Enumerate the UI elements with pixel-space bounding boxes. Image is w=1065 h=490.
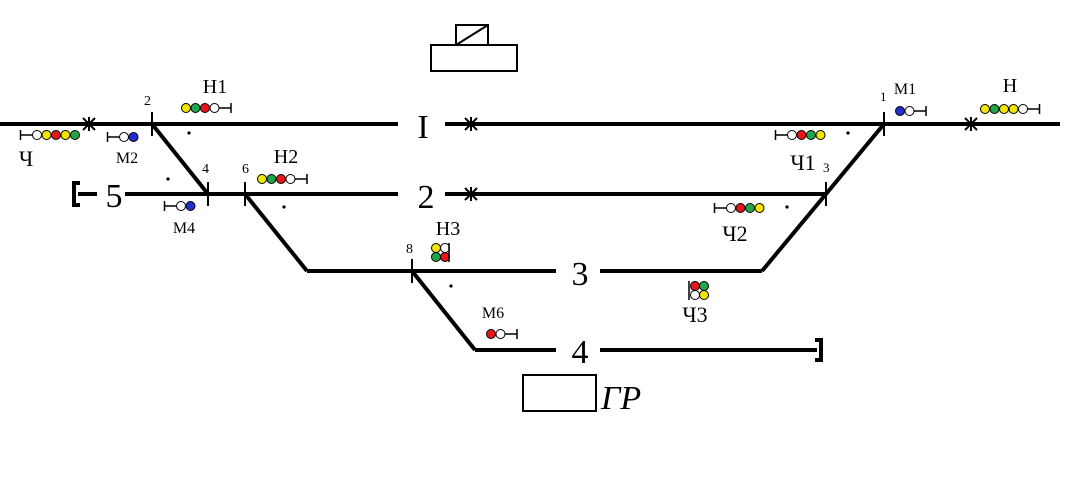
signal-lamp-N-4 (1018, 104, 1028, 114)
signal-lamp-N2-3 (285, 174, 296, 184)
signal-lamp-M2-1 (128, 132, 139, 142)
signal-lamp-CH3-3 (699, 290, 709, 300)
cargo-area-label: ГР (600, 380, 641, 417)
track-3: 3 (307, 256, 762, 293)
signal-label-M4: М4 (173, 220, 195, 237)
signals (19, 103, 1041, 339)
track-dots (166, 131, 850, 288)
signal-lamp-M1-1 (904, 106, 915, 116)
station-building (430, 24, 518, 72)
signal-lamp-CH-1 (41, 130, 52, 140)
signal-label-CH2: Ч2 (722, 221, 747, 246)
signal-label-N2: Н2 (274, 146, 298, 168)
track-4: 4 (475, 334, 823, 371)
signal-label-CH1: Ч1 (790, 150, 815, 175)
track-5: 5 (72, 178, 123, 215)
signal-lamp-N2-0 (257, 174, 267, 184)
signal-lamp-N3-1 (440, 243, 450, 253)
signal-label-N1: Н1 (203, 76, 227, 98)
switch-number-3: 3 (823, 160, 830, 175)
track-2: 2 (125, 179, 826, 216)
signal-lamp-CH-3 (60, 130, 71, 140)
switch-number-8: 8 (406, 242, 413, 257)
signal-lamp-N1-2 (200, 103, 210, 113)
signal-lamp-CH2-0 (726, 203, 736, 213)
signal-lamp-CH1-3 (815, 130, 826, 140)
track-label-2: 2 (418, 179, 435, 216)
signal-lamp-CH2-2 (745, 203, 755, 213)
signal-label-CH: Ч (19, 146, 33, 171)
signal-lamp-CH2-1 (735, 203, 746, 213)
signal-lamp-N2-2 (276, 174, 286, 184)
signal-lamp-N-0 (980, 104, 990, 114)
switch-number-2: 2 (144, 94, 151, 109)
signal-lamp-N2-1 (266, 174, 277, 184)
signal-lamp-N3-0 (431, 243, 441, 253)
signal-lamp-CH1-2 (806, 130, 816, 140)
track-I: I (0, 109, 1060, 146)
signal-lamp-M2-0 (119, 132, 129, 142)
signal-lamp-CH3-1 (699, 281, 709, 291)
signal-lamp-N-2 (999, 104, 1009, 114)
signal-label-N3: Н3 (436, 218, 460, 240)
track-label-I: I (417, 109, 428, 146)
track-label-3: 3 (572, 256, 589, 293)
signal-lamp-N1-3 (209, 103, 220, 113)
signal-lamp-N-3 (1008, 104, 1019, 114)
signal-lamp-CH1-1 (796, 130, 807, 140)
switch-ticks (151, 112, 885, 283)
track-label-4: 4 (572, 334, 589, 371)
switch-number-6: 6 (242, 162, 249, 177)
signal-lamp-CH-2 (51, 130, 61, 140)
signal-label-CH3: Ч3 (682, 302, 707, 327)
signal-label-M6: М6 (482, 305, 504, 322)
signal-lamp-M1-0 (895, 106, 905, 116)
signal-lamp-M6-1 (495, 329, 506, 339)
insulating-joints (82, 117, 978, 201)
signal-labels: Н Н1 Н2 Н3 Ч Ч1 Ч2 Ч3 М1 М2 М4 М6 (19, 75, 1017, 327)
signal-lamp-CH1-0 (787, 130, 797, 140)
signal-label-M2: М2 (116, 150, 138, 167)
signal-lamp-M6-0 (486, 329, 496, 339)
switch-numbers: 1 2 3 4 6 8 (144, 89, 887, 257)
signal-label-M1: М1 (894, 81, 916, 98)
signal-lamp-CH-0 (32, 130, 42, 140)
track-label-5: 5 (106, 178, 123, 215)
signal-lamp-M4-1 (185, 201, 196, 211)
switch-connections (150, 122, 886, 352)
switch-number-4: 4 (202, 162, 209, 177)
signal-lamp-CH-4 (70, 130, 80, 140)
signal-label-N: Н (1003, 75, 1017, 97)
signal-lamp-CH2-3 (754, 203, 765, 213)
signal-lamp-N1-1 (190, 103, 201, 113)
signal-lamp-N1-0 (181, 103, 191, 113)
signal-lamp-CH3-0 (690, 281, 700, 291)
signal-lamp-M4-0 (176, 201, 186, 211)
signal-lamp-N3-3 (440, 252, 450, 262)
signal-lamp-N3-2 (431, 252, 441, 262)
cargo-area: ГР (522, 374, 641, 417)
switch-number-1: 1 (880, 89, 887, 104)
signal-lamp-CH3-2 (690, 290, 700, 300)
signal-lamp-N-1 (989, 104, 1000, 114)
